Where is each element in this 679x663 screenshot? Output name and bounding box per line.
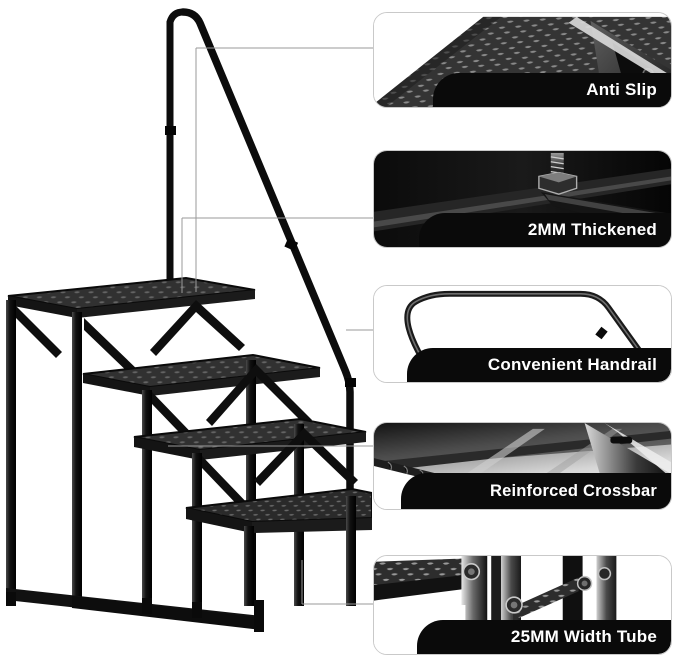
step-2 bbox=[82, 353, 321, 605]
feature-panel-width-tube: 25MM Width Tube bbox=[373, 555, 672, 655]
feature-panel-anti-slip: Anti Slip bbox=[373, 12, 672, 108]
bolt-icon bbox=[538, 152, 578, 195]
step-4 bbox=[185, 487, 372, 606]
step-1 bbox=[7, 276, 256, 318]
feature-label-text: Anti Slip bbox=[586, 80, 657, 99]
feature-label-crossbar: Reinforced Crossbar bbox=[401, 473, 671, 509]
bolt-icon bbox=[462, 563, 481, 581]
feature-label-handrail: Convenient Handrail bbox=[407, 348, 671, 382]
product-image bbox=[6, 8, 372, 632]
bolt-icon bbox=[576, 575, 593, 592]
feature-label-thickened: 2MM Thickened bbox=[419, 213, 671, 247]
feature-panel-thickened: 2MM Thickened bbox=[373, 150, 672, 248]
feature-label-text: Reinforced Crossbar bbox=[489, 481, 657, 500]
frame-left-upper bbox=[6, 300, 245, 604]
feature-label-width-tube: 25MM Width Tube bbox=[417, 620, 671, 654]
feature-label-anti-slip: Anti Slip bbox=[433, 73, 671, 107]
feature-panel-crossbar: Reinforced Crossbar bbox=[373, 422, 672, 510]
handrail-graphic bbox=[165, 8, 356, 504]
bolt-icon bbox=[505, 596, 523, 614]
feature-label-text: Convenient Handrail bbox=[487, 355, 657, 374]
feature-label-text: 25MM Width Tube bbox=[510, 627, 657, 646]
feature-label-text: 2MM Thickened bbox=[527, 220, 657, 239]
product-illustration bbox=[6, 8, 372, 632]
feature-panel-handrail: Convenient Handrail bbox=[373, 285, 672, 383]
bolt-icon bbox=[597, 567, 612, 581]
frame-base bbox=[6, 588, 264, 632]
